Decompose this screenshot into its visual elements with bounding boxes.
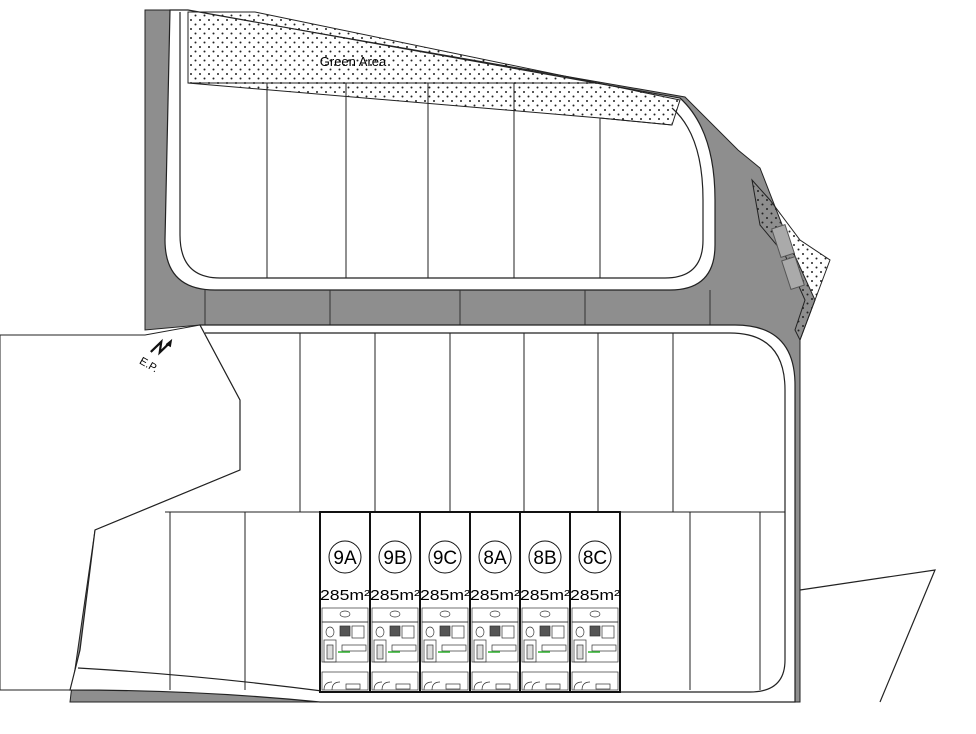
green-area-label: Green Area — [320, 54, 387, 69]
unit-area: 285m² — [320, 588, 370, 604]
unit-9b[interactable]: 9B 285m² — [369, 511, 421, 693]
house-plan — [321, 607, 369, 691]
unit-area: 285m² — [420, 588, 470, 604]
unit-9a[interactable]: 9A 285m² — [319, 511, 371, 693]
unit-badge — [578, 540, 612, 574]
boundary-line — [799, 569, 936, 703]
unit-id: 9B — [383, 548, 406, 569]
unit-id: 9A — [333, 548, 357, 569]
unit-8b[interactable]: 8B 285m² — [519, 511, 571, 693]
unit-id: 8A — [483, 548, 507, 569]
top-block-curb — [179, 12, 704, 279]
unit-8a[interactable]: 8A 285m² — [469, 511, 521, 693]
parking-spots — [771, 223, 805, 291]
parking-spot — [781, 255, 805, 291]
parking-spot — [771, 223, 795, 259]
unit-id: 9C — [433, 548, 457, 569]
north-arrow-icon — [150, 338, 173, 356]
unit-id: 8B — [533, 548, 556, 569]
unit-area: 285m² — [570, 588, 620, 604]
unit-badge — [378, 540, 412, 574]
unit-badge — [328, 540, 362, 574]
unit-area: 285m² — [470, 588, 520, 604]
unit-badge — [528, 540, 562, 574]
lower-block-curb — [77, 332, 786, 693]
unit-badge — [428, 540, 462, 574]
house-plan — [471, 607, 519, 691]
unit-badge — [478, 540, 512, 574]
house-plan — [421, 607, 469, 691]
house-plan — [571, 607, 619, 691]
unit-9c[interactable]: 9C 285m² — [419, 511, 471, 693]
house-plan — [371, 607, 419, 691]
unit-id: 8C — [583, 548, 607, 569]
house-plan — [521, 607, 569, 691]
unit-area: 285m² — [370, 588, 420, 604]
plot-line — [599, 117, 673, 126]
unit-area: 285m² — [520, 588, 570, 604]
unit-8c[interactable]: 8C 285m² — [569, 511, 621, 693]
